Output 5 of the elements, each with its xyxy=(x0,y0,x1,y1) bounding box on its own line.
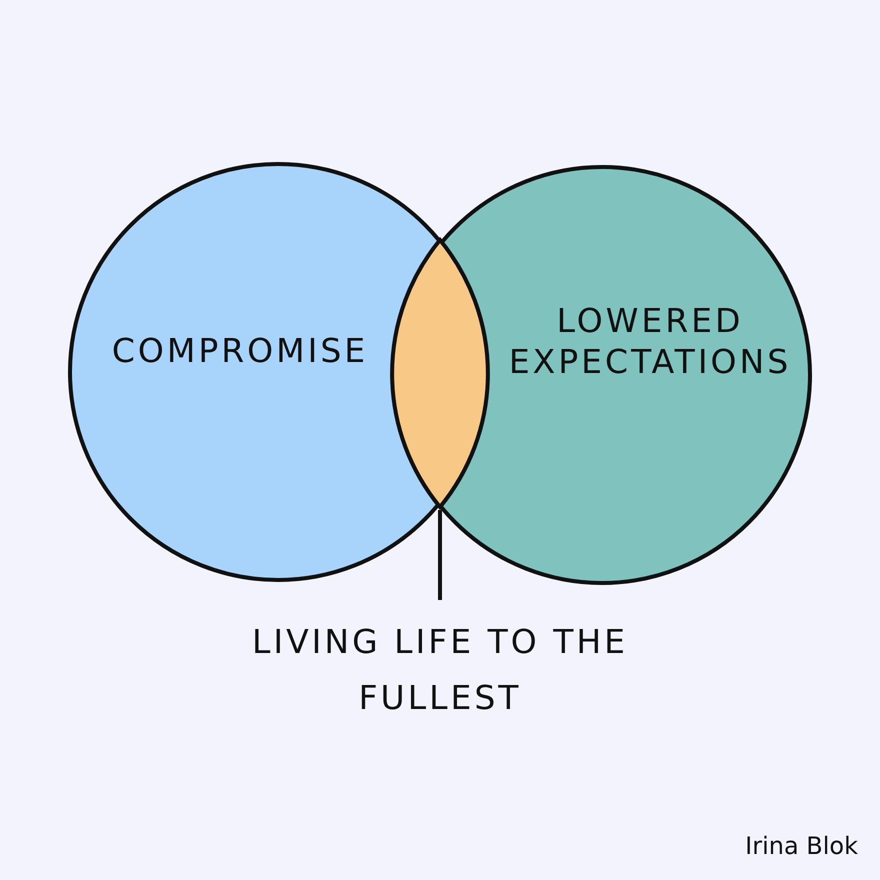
signature-text: Irina Blok xyxy=(745,832,858,860)
circle-label: COMPROMISE xyxy=(110,330,370,372)
leader-line xyxy=(438,510,442,600)
circle-label: LOWERED EXPECTATIONS xyxy=(508,300,792,382)
caption-text: LIVING LIFE TO THE FULLEST xyxy=(250,621,630,720)
